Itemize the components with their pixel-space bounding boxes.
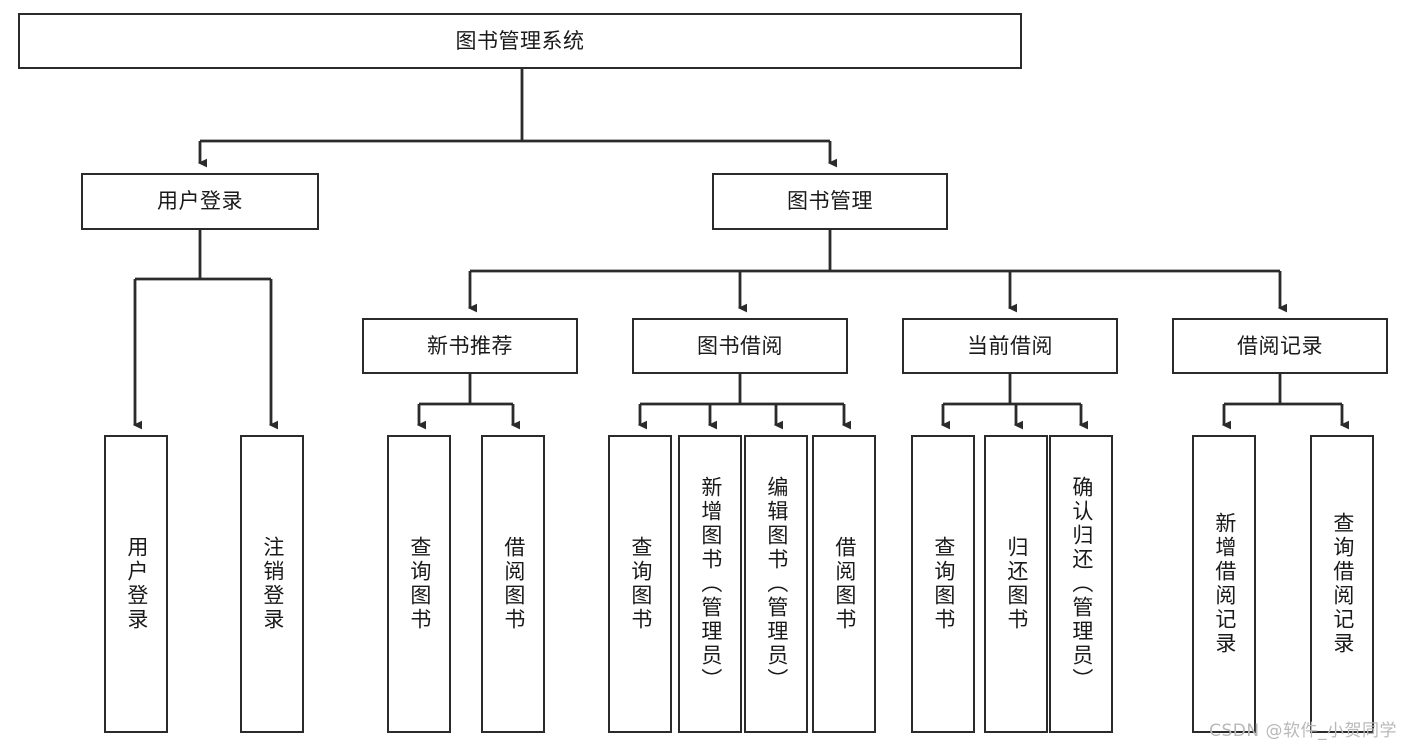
node-leaf-user-login-label: 用户登录 — [124, 536, 149, 632]
node-borrow-record[interactable]: 借阅记录 — [1172, 318, 1388, 374]
node-new-book-rec-label: 新书推荐 — [427, 333, 513, 358]
node-leaf-query-book-rec-label: 查询图书 — [407, 536, 432, 632]
node-leaf-query-book-borrow[interactable]: 查询图书 — [608, 435, 672, 733]
node-book-borrow-label: 图书借阅 — [697, 333, 783, 358]
node-book-manage-label: 图书管理 — [787, 189, 873, 214]
node-leaf-add-book-label: 新增图书（管理员） — [698, 476, 723, 692]
node-leaf-edit-book-label: 编辑图书（管理员） — [764, 476, 789, 692]
node-leaf-user-logout[interactable]: 注销登录 — [240, 435, 304, 733]
node-root[interactable]: 图书管理系统 — [18, 13, 1022, 69]
node-leaf-return-book[interactable]: 归还图书 — [984, 435, 1048, 733]
node-leaf-confirm-return[interactable]: 确认归还（管理员） — [1049, 435, 1113, 733]
node-leaf-query-book-cur-label: 查询图书 — [931, 536, 956, 632]
node-current-borrow[interactable]: 当前借阅 — [902, 318, 1118, 374]
node-new-book-rec[interactable]: 新书推荐 — [362, 318, 578, 374]
node-leaf-query-record-label: 查询借阅记录 — [1330, 512, 1355, 656]
node-book-borrow[interactable]: 图书借阅 — [632, 318, 848, 374]
node-leaf-borrow-book[interactable]: 借阅图书 — [812, 435, 876, 733]
node-leaf-add-record[interactable]: 新增借阅记录 — [1192, 435, 1256, 733]
node-leaf-add-record-label: 新增借阅记录 — [1212, 512, 1237, 656]
node-leaf-user-logout-label: 注销登录 — [260, 536, 285, 632]
watermark-text: CSDN @软件_小贺同学 — [1209, 721, 1397, 741]
node-leaf-add-book[interactable]: 新增图书（管理员） — [678, 435, 742, 733]
node-leaf-query-record[interactable]: 查询借阅记录 — [1310, 435, 1374, 733]
node-leaf-edit-book[interactable]: 编辑图书（管理员） — [744, 435, 808, 733]
node-current-borrow-label: 当前借阅 — [967, 333, 1053, 358]
node-leaf-borrow-book-label: 借阅图书 — [832, 536, 857, 632]
node-leaf-query-book-borrow-label: 查询图书 — [628, 536, 653, 632]
node-book-manage[interactable]: 图书管理 — [712, 173, 948, 230]
node-borrow-record-label: 借阅记录 — [1237, 333, 1323, 358]
node-leaf-borrow-book-rec-label: 借阅图书 — [501, 536, 526, 632]
node-leaf-borrow-book-rec[interactable]: 借阅图书 — [481, 435, 545, 733]
node-user-login[interactable]: 用户登录 — [81, 173, 319, 230]
node-leaf-user-login[interactable]: 用户登录 — [104, 435, 168, 733]
node-leaf-query-book-cur[interactable]: 查询图书 — [911, 435, 975, 733]
node-leaf-query-book-rec[interactable]: 查询图书 — [387, 435, 451, 733]
node-leaf-confirm-return-label: 确认归还（管理员） — [1069, 476, 1094, 692]
node-root-label: 图书管理系统 — [455, 28, 585, 53]
node-user-login-label: 用户登录 — [157, 189, 243, 214]
node-leaf-return-book-label: 归还图书 — [1004, 536, 1029, 632]
